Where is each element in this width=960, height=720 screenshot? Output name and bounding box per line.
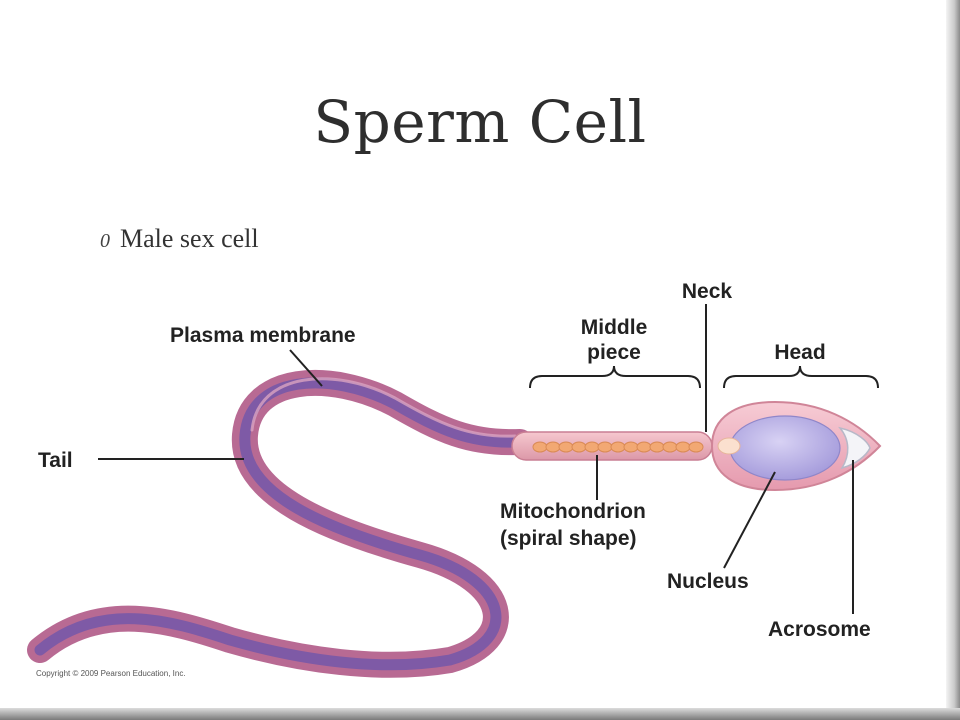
label-mitochondrion-line2: (spiral shape) [500,527,637,550]
nucleus [729,415,841,481]
label-nucleus: Nucleus [667,570,749,593]
bullet-item: 0 Male sex cell [100,224,259,254]
centriole [717,437,741,455]
label-acrosome: Acrosome [768,618,871,641]
tail-core [34,377,526,671]
tail-highlight [250,377,517,438]
bullet-text: Male sex cell [120,224,259,253]
slide-edge-right [946,0,960,720]
slide-edge-bottom [0,708,960,720]
mitochondria-spiral [532,441,704,453]
copyright-notice: Copyright © 2009 Pearson Education, Inc. [36,669,186,678]
leader-lines [98,304,879,614]
label-mitochondrion-line1: Mitochondrion [500,500,646,523]
bullet-marker: 0 [100,230,110,252]
label-head: Head [774,341,825,364]
slide-title: Sperm Cell [313,88,647,156]
acrosome [838,426,871,470]
label-neck: Neck [682,280,733,303]
label-plasma-membrane: Plasma membrane [170,324,356,347]
label-middle-piece-line1: Middle [581,316,648,339]
label-tail: Tail [38,449,73,472]
label-middle-piece-line2: piece [587,341,641,364]
